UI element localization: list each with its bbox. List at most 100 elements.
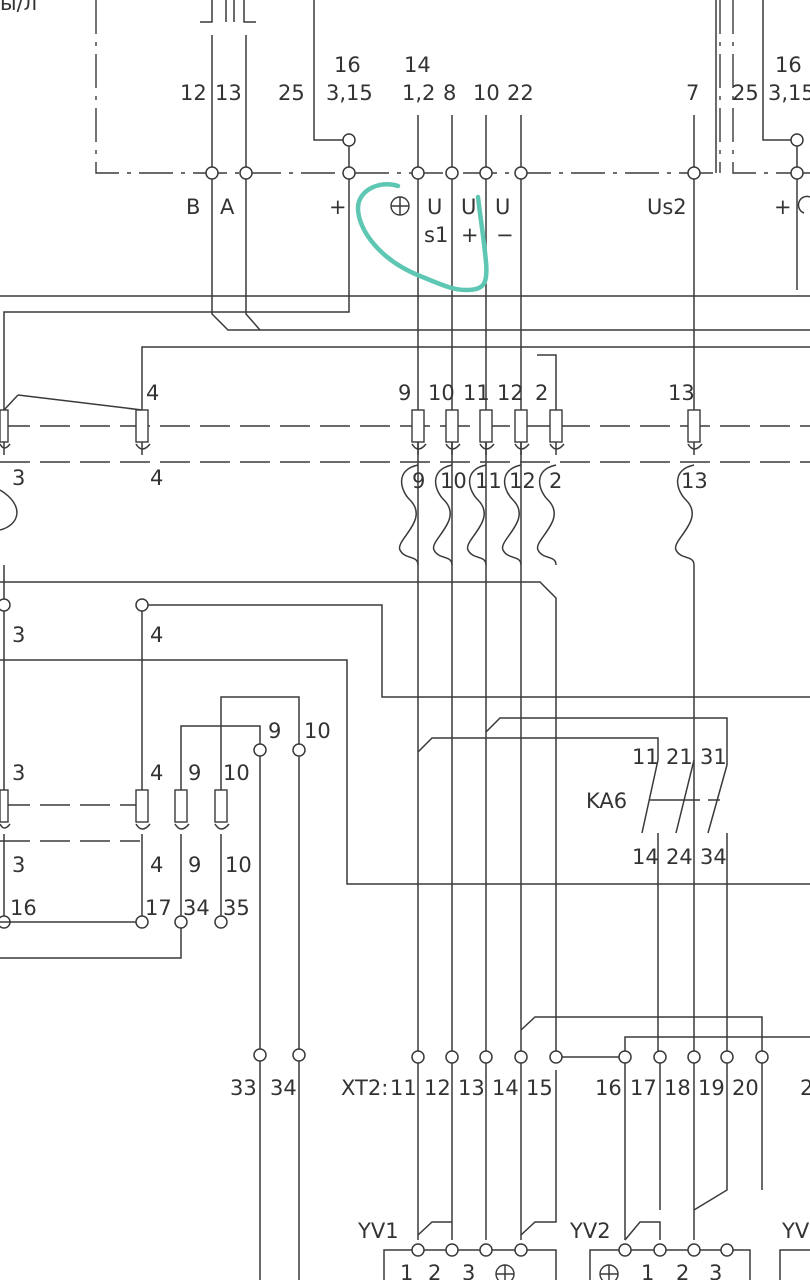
svg-text:14: 14	[404, 53, 431, 77]
ground-icon	[495, 1264, 515, 1280]
svg-text:10: 10	[304, 719, 331, 743]
svg-text:3: 3	[709, 1261, 722, 1280]
svg-text:18: 18	[664, 1076, 691, 1100]
svg-text:16: 16	[334, 53, 361, 77]
svg-text:−: −	[496, 223, 514, 247]
svg-text:4: 4	[150, 761, 163, 785]
svg-text:31: 31	[700, 745, 727, 769]
svg-text:+: +	[461, 223, 479, 247]
svg-text:9: 9	[412, 469, 425, 493]
svg-text:4: 4	[150, 466, 163, 490]
svg-text:15: 15	[526, 1076, 553, 1100]
upper-pin-2	[549, 409, 563, 443]
svg-text:12: 12	[424, 1076, 451, 1100]
svg-text:3,15: 3,15	[326, 81, 373, 105]
svg-text:2: 2	[535, 381, 548, 405]
svg-text:14: 14	[632, 845, 659, 869]
bus-nodes	[205, 133, 804, 180]
relay-ka6: 11 21 31 KA6 14 24 34	[586, 745, 728, 1057]
ground-icon	[390, 196, 410, 216]
svg-text:3: 3	[12, 761, 25, 785]
svg-text:9: 9	[268, 719, 281, 743]
svg-text:9: 9	[188, 853, 201, 877]
valve-yv-partial-box	[779, 1249, 810, 1280]
svg-text:34: 34	[183, 896, 210, 920]
upper-pin-3	[0, 409, 9, 443]
svg-text:4: 4	[150, 853, 163, 877]
svg-text:13: 13	[668, 381, 695, 405]
top-box-wires	[211, 0, 798, 173]
svg-text:12: 12	[509, 469, 536, 493]
svg-text:3: 3	[12, 623, 25, 647]
svg-text:4: 4	[146, 381, 159, 405]
svg-text:Us2: Us2	[647, 195, 687, 219]
svg-text:21: 21	[666, 745, 693, 769]
svg-text:19: 19	[698, 1076, 725, 1100]
svg-text:+: +	[329, 195, 347, 219]
svg-text:35: 35	[223, 896, 250, 920]
svg-text:U: U	[495, 195, 510, 219]
svg-text:25: 25	[732, 81, 759, 105]
ground-icon	[599, 1264, 619, 1280]
svg-text:3: 3	[12, 853, 25, 877]
terminal-strip-xt2: 33 34 XT2: 11 12 13 14 15 16 17 18 19 20…	[230, 756, 810, 1280]
ground-icon-partial	[797, 195, 810, 214]
svg-text:16: 16	[10, 896, 37, 920]
cable-loops	[0, 464, 695, 566]
svg-text:U: U	[461, 195, 476, 219]
svg-text:2: 2	[549, 469, 562, 493]
svg-text:10: 10	[440, 469, 467, 493]
svg-text:10: 10	[225, 853, 252, 877]
svg-text:9: 9	[188, 761, 201, 785]
valve-yv-partial: YV	[781, 1219, 810, 1243]
connector-lower: 3 4 9 10 3 4 9 10 16 17 34 35 9 10	[0, 696, 331, 959]
svg-text:17: 17	[630, 1076, 657, 1100]
svg-text:14: 14	[492, 1076, 519, 1100]
device-box-left	[95, 0, 721, 174]
svg-text:A: A	[220, 195, 235, 219]
device-box-right	[732, 0, 810, 174]
xt2-prefix: XT2:	[341, 1076, 388, 1100]
relay-label: KA6	[586, 789, 627, 813]
svg-text:4: 4	[150, 623, 163, 647]
svg-text:B: B	[186, 195, 200, 219]
svg-text:3: 3	[12, 466, 25, 490]
svg-text:12: 12	[497, 381, 524, 405]
svg-text:7: 7	[686, 81, 699, 105]
svg-text:+: +	[774, 195, 792, 219]
upper-pin-12	[514, 409, 528, 443]
middle-wires: 3 4	[0, 565, 810, 1240]
svg-text:2: 2	[800, 1076, 810, 1100]
svg-text:10: 10	[428, 381, 455, 405]
upper-pin-13	[687, 409, 701, 443]
svg-text:s1: s1	[424, 223, 448, 247]
top-pin-labels: 12 13 25 16 3,15 14 1,2 8 10 22 7 25 16 …	[180, 53, 810, 105]
svg-text:10: 10	[223, 761, 250, 785]
svg-text:16: 16	[775, 53, 802, 77]
svg-text:11: 11	[632, 745, 659, 769]
svg-text:17: 17	[145, 896, 172, 920]
svg-text:34: 34	[700, 845, 727, 869]
svg-text:U: U	[427, 195, 442, 219]
svg-text:13: 13	[458, 1076, 485, 1100]
svg-text:3,15: 3,15	[768, 81, 810, 105]
upper-pin-11	[479, 409, 493, 443]
svg-text:1: 1	[400, 1261, 413, 1280]
upper-pin-4	[135, 409, 149, 443]
svg-text:34: 34	[270, 1076, 297, 1100]
svg-text:16: 16	[595, 1076, 622, 1100]
connector-upper: 4 9 10 11 12 2 13 3 4 9 10 11 12 2 13	[0, 381, 810, 493]
svg-text:1: 1	[641, 1261, 654, 1280]
upper-pin-10	[445, 409, 459, 443]
svg-text:11: 11	[390, 1076, 417, 1100]
bus-labels: B A + U s1 U + U − Us2 +	[186, 195, 792, 247]
svg-text:YV1: YV1	[357, 1219, 399, 1243]
svg-text:22: 22	[507, 81, 534, 105]
svg-text:2: 2	[676, 1261, 689, 1280]
svg-text:33: 33	[230, 1076, 257, 1100]
svg-text:10: 10	[473, 81, 500, 105]
svg-text:13: 13	[681, 469, 708, 493]
svg-text:2: 2	[428, 1261, 441, 1280]
upper-pin-9	[411, 409, 425, 443]
